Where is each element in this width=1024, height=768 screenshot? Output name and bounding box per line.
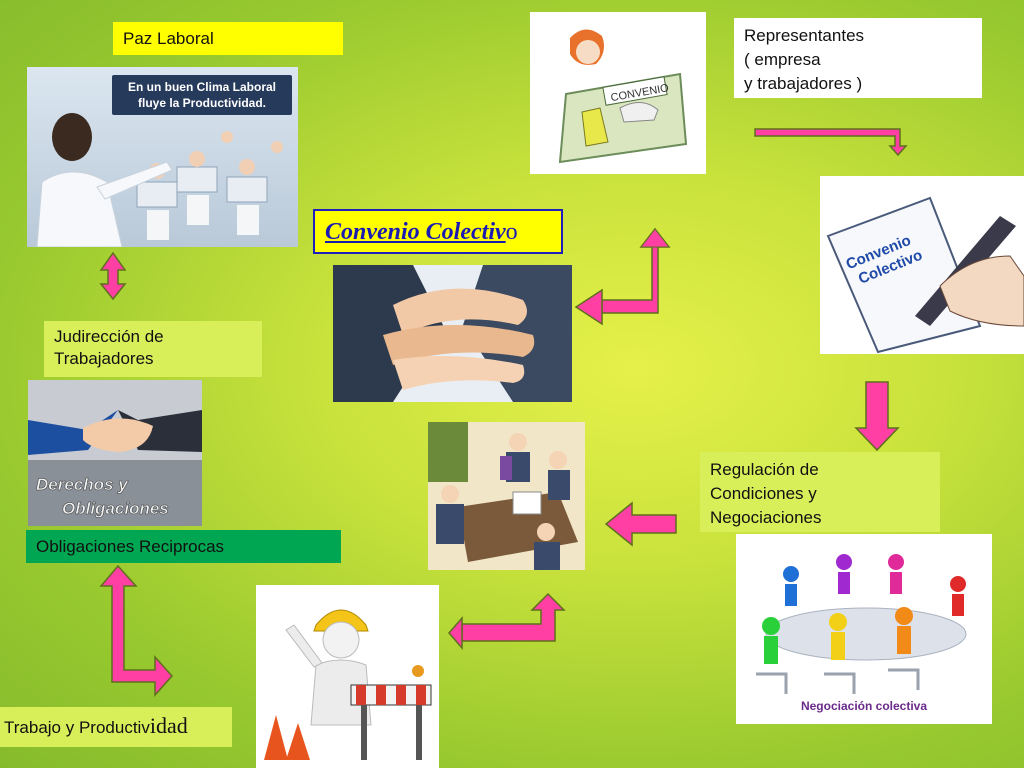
judireccion-box: Judirección de Trabajadores xyxy=(44,321,262,377)
convenio-sign-image: CONVENIO xyxy=(530,12,706,174)
regulacion-line-2: Condiciones y xyxy=(710,484,817,503)
obligaciones-reciprocas-label: Obligaciones Reciprocas xyxy=(36,537,225,556)
convenio-colectivo-title: Convenio Colectivo xyxy=(313,209,563,254)
regulacion-line-3: Negociaciones xyxy=(710,508,822,527)
negociacion-colectiva-image: Negociación colectiva xyxy=(736,534,992,724)
meeting-image xyxy=(428,422,585,570)
convenio-title-tail: o xyxy=(505,219,518,245)
obligaciones-reciprocas-box: Obligaciones Reciprocas xyxy=(26,530,341,563)
arrow-down-to-regulacion xyxy=(854,381,900,452)
double-arrow-left-top xyxy=(99,251,127,301)
clima-laboral-image: En un buen Clima Laboral fluye la Produc… xyxy=(27,67,298,247)
clima-text-2: fluye la Productividad. xyxy=(138,96,266,110)
arrow-l-left-head xyxy=(448,615,463,651)
paz-laboral-label: Paz Laboral xyxy=(123,29,214,48)
arrow-obligaciones-to-trabajo xyxy=(99,564,174,697)
arrow-left-to-meeting xyxy=(604,501,677,547)
negociacion-text: Negociación colectiva xyxy=(801,699,927,713)
trabajo-label-main: Trabajo y Productiv xyxy=(4,718,150,737)
arrow-representantes-to-convenio xyxy=(754,128,908,157)
representantes-line-2: ( empresa xyxy=(744,50,821,69)
regulacion-box: Regulación de Condiciones y Negociacione… xyxy=(700,452,940,532)
judireccion-line-2: Trabajadores xyxy=(54,349,154,368)
trabajo-productividad-box: Trabajo y Productividad xyxy=(0,707,232,747)
representantes-line-3: y trabajadores ) xyxy=(744,74,863,93)
clima-text-1: En un buen Clima Laboral xyxy=(128,80,276,94)
derechos-text-2: Obligaciones xyxy=(62,499,169,518)
derechos-obligaciones-image: Derechos y Obligaciones xyxy=(28,380,202,526)
worker-image xyxy=(256,585,439,768)
arrow-l-up-to-meeting xyxy=(461,592,566,642)
arrow-convenio-left-head xyxy=(574,288,603,326)
representantes-line-1: Representantes xyxy=(744,26,865,45)
trabajo-label-tail: idad xyxy=(149,713,188,738)
arrow-up-head-shade xyxy=(639,228,671,248)
representantes-box: Representantes ( empresa y trabajadores … xyxy=(734,18,982,98)
hands-together-image xyxy=(333,265,572,402)
derechos-text-1: Derechos y xyxy=(36,475,129,494)
judireccion-line-1: Judirección de xyxy=(54,327,164,346)
convenio-title-main: Convenio Colectiv xyxy=(325,219,506,245)
regulacion-line-1: Regulación de xyxy=(710,460,819,479)
convenio-document-image: Convenio Colectivo xyxy=(820,176,1024,354)
paz-laboral-box: Paz Laboral xyxy=(113,22,343,55)
